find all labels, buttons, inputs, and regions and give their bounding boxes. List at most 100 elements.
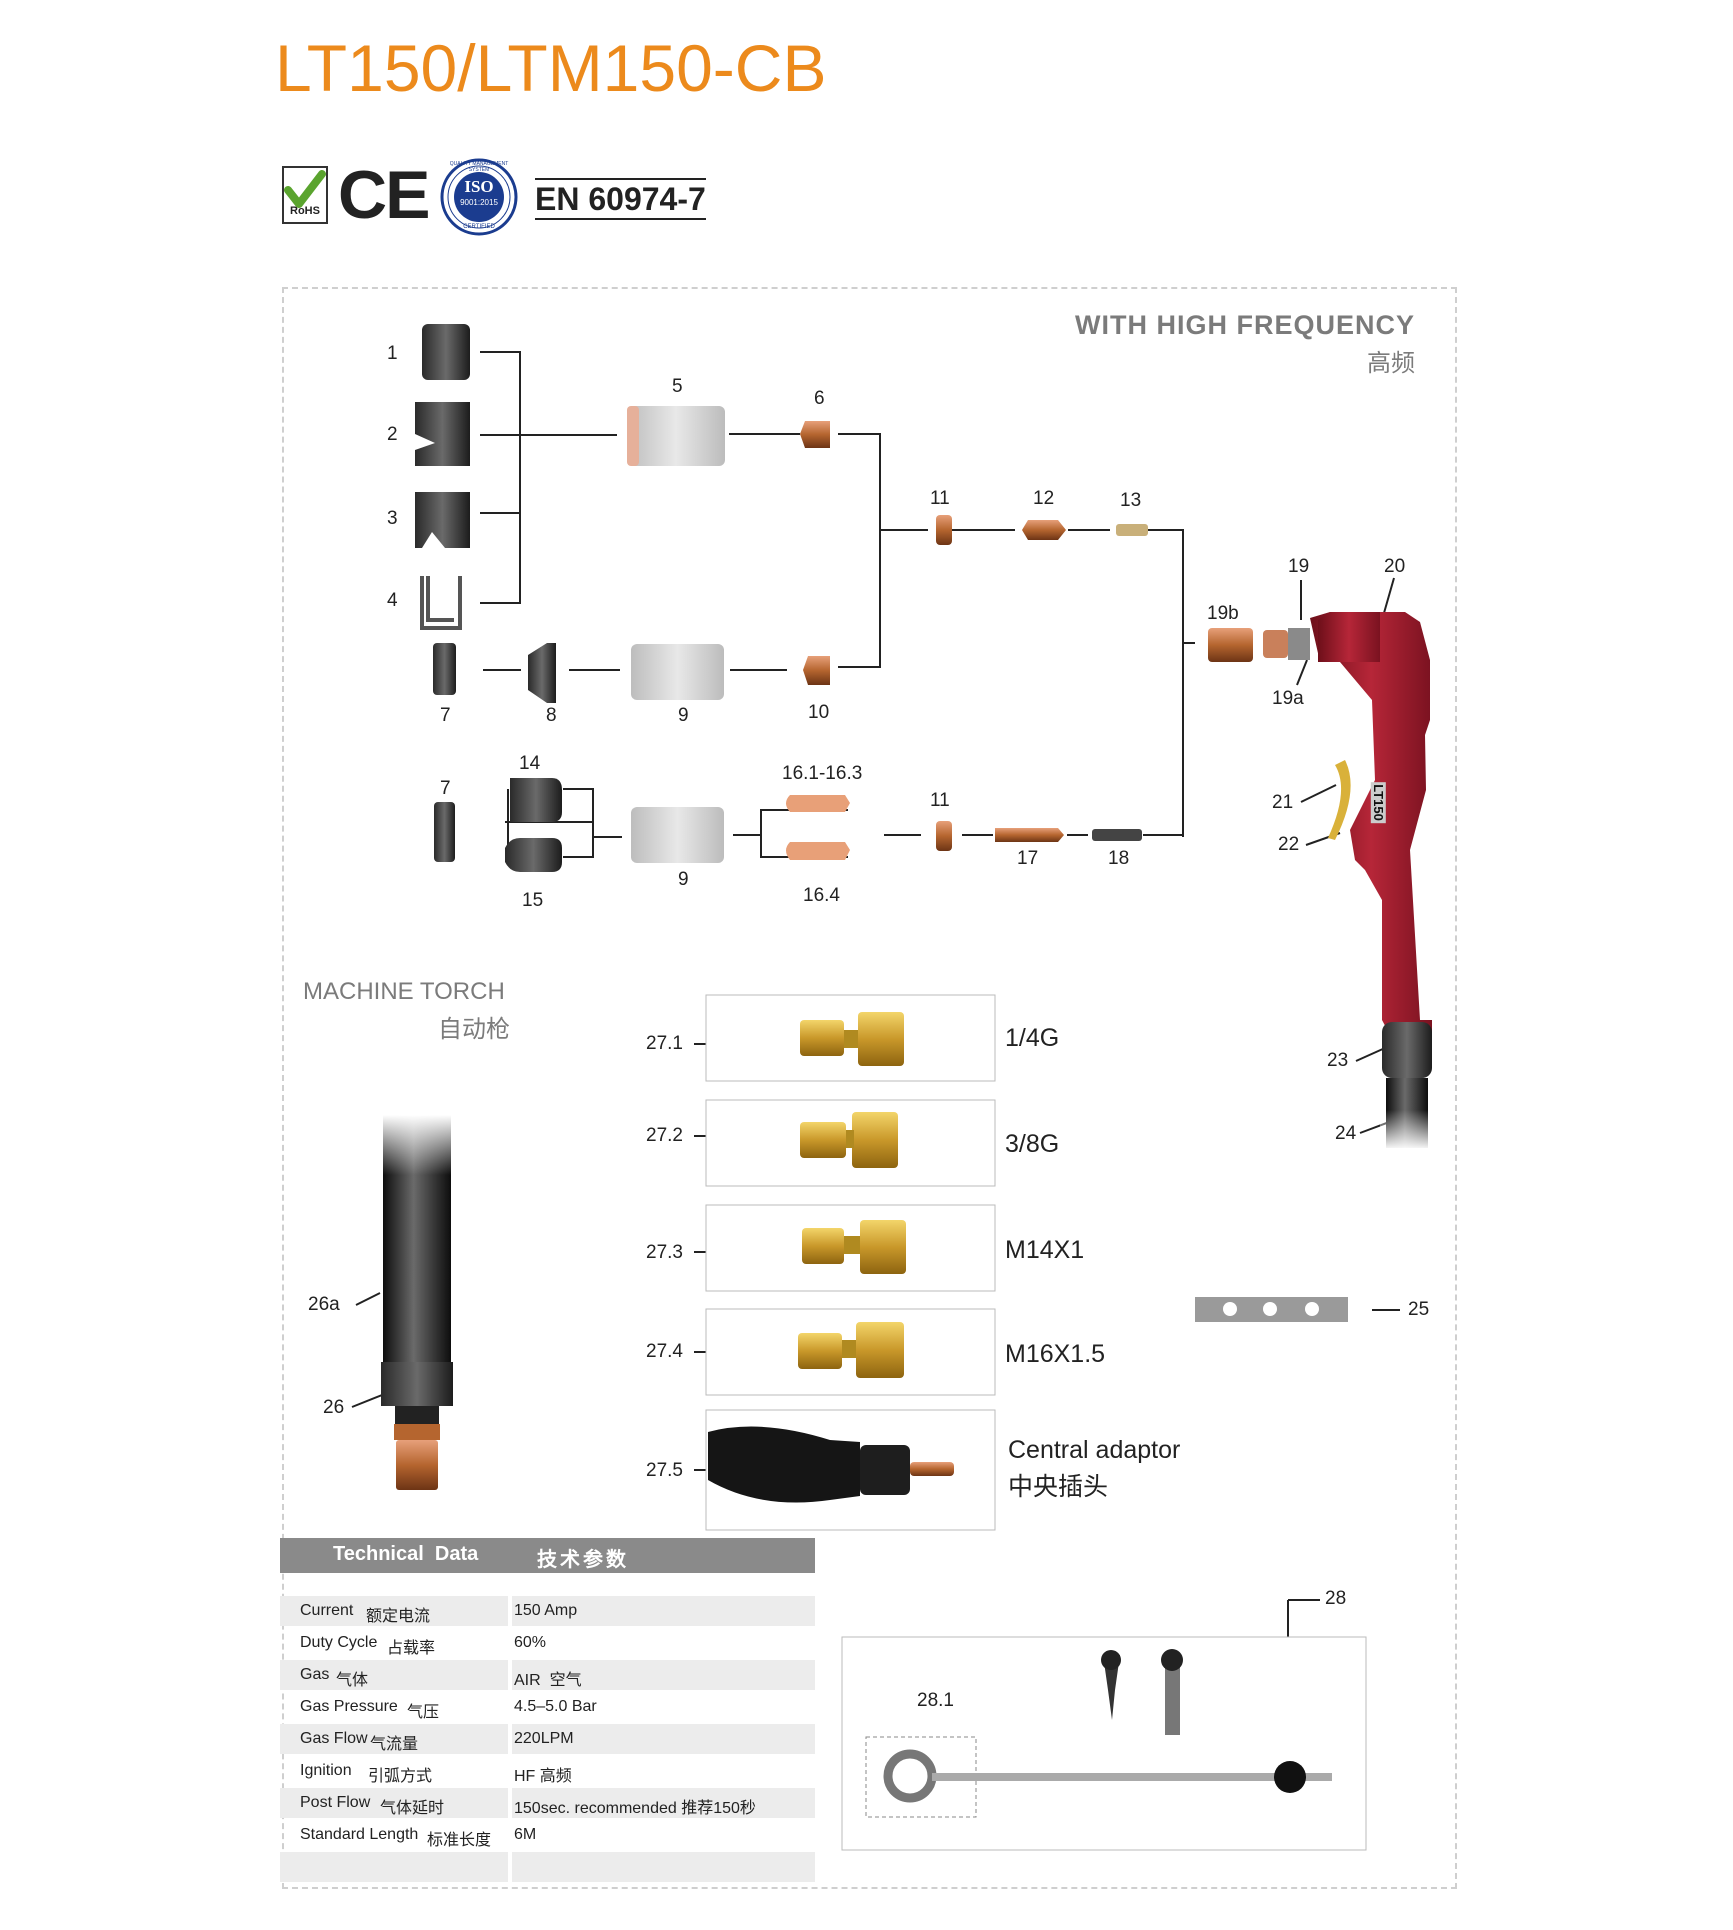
part-label-20: 20 [1384, 556, 1406, 577]
part-label-7b: 7 [440, 778, 451, 799]
part-15-shape [505, 838, 562, 872]
en-standard-label: EN 60974-7 [535, 178, 706, 220]
part-17-shape [995, 828, 1064, 842]
row-value: 4.5–5.0 Bar [514, 1698, 597, 1715]
part-label-6: 6 [814, 388, 825, 409]
part-11-shape [936, 515, 952, 545]
row-name: Ignition [300, 1762, 352, 1779]
row-name-cn: 引弧方式 [368, 1768, 433, 1785]
part-label-21: 21 [1272, 792, 1294, 813]
handle-text: LT150 [1370, 782, 1386, 823]
part-label-18: 18 [1108, 848, 1130, 869]
part-19b-shape [1208, 628, 1253, 662]
row-value: 6M [514, 1826, 537, 1843]
part-label-19a: 19a [1272, 688, 1304, 709]
part-label-9b: 9 [678, 869, 689, 890]
central-adaptor-shape [708, 1426, 860, 1503]
adaptor-code-27-1: 27.1 [646, 1033, 683, 1054]
adaptor-label-27-5: Central adaptor [1008, 1436, 1181, 1464]
part-label-13: 13 [1120, 490, 1142, 511]
part-10-shape [803, 656, 830, 685]
iso-top-text: QUALITY MANAGEMENT SYSTEM [449, 161, 509, 173]
part-label-10: 10 [808, 702, 830, 723]
row-name-cn: 气体延时 [380, 1800, 445, 1817]
hand-torch-handle [1310, 612, 1432, 1035]
tech-data-header: Technical Data 技术参数 [280, 1538, 815, 1573]
part-26-shape [381, 1362, 453, 1406]
part-label-28-1: 28.1 [917, 1690, 954, 1711]
part-label-24: 24 [1335, 1123, 1357, 1144]
part-label-2: 2 [387, 424, 398, 445]
brass-fittings [798, 1012, 906, 1378]
row-name-cn: 气流量 [370, 1736, 419, 1753]
part-1-shape [422, 324, 470, 380]
part-label-19: 19 [1288, 556, 1310, 577]
rod-shape [932, 1773, 1332, 1781]
part-7b-shape [434, 802, 455, 862]
part-label-11a: 11 [930, 488, 950, 509]
row-value: 150 Amp [514, 1602, 578, 1619]
adaptor-label-27-2: 3/8G [1005, 1130, 1060, 1158]
part-label-11b: 11 [930, 790, 950, 811]
part-3-shape [415, 492, 470, 548]
row-name: Duty Cycle [300, 1634, 378, 1651]
part-13-shape [1116, 524, 1148, 536]
rohs-text: RoHS [290, 205, 320, 217]
adaptor-code-27-3: 27.3 [646, 1242, 683, 1263]
part-label-19b: 19b [1207, 603, 1239, 624]
part-4-shape [420, 576, 462, 630]
part-6-shape [800, 421, 830, 448]
part-16-1-shape [786, 795, 850, 812]
iso-bottom-text: CERTIFIED [463, 224, 495, 230]
tech-data-heading: Technical Data [333, 1543, 479, 1565]
part-label-15: 15 [522, 890, 544, 911]
adaptor-code-27-4: 27.4 [646, 1341, 683, 1362]
row-value: 150sec. recommended 推荐150秒 [514, 1800, 756, 1817]
part-label-23: 23 [1327, 1050, 1349, 1071]
part-14-shape [510, 778, 562, 822]
part-12-shape [1022, 520, 1066, 540]
row-name-cn: 额定电流 [366, 1608, 431, 1625]
row-name: Current [300, 1602, 354, 1619]
adaptor-27-3-box [705, 1204, 996, 1292]
hf-heading: WITH HIGH FREQUENCY [1075, 310, 1415, 340]
row-name: Gas [300, 1666, 330, 1683]
row-value: 60% [514, 1634, 547, 1651]
row-name: Gas Flow [300, 1730, 368, 1747]
part-2-shape [415, 402, 470, 466]
part-11b-shape [936, 821, 952, 851]
part-5-shape [627, 406, 725, 466]
ce-logo: CE [338, 157, 430, 233]
iso-text: ISO [464, 177, 494, 196]
rohs-logo: RoHS [282, 166, 328, 224]
part-label-22: 22 [1278, 834, 1300, 855]
part-28-box [841, 1636, 1367, 1851]
table-row: Post Flow 气体延时 150sec. recommended 推荐150秒 [280, 1788, 815, 1818]
part-label-26a: 26a [308, 1294, 340, 1315]
part-19a-shape [1263, 630, 1288, 658]
iso-number: 9001:2015 [460, 198, 498, 207]
part-label-25: 25 [1408, 1299, 1430, 1320]
diagram-frame [282, 287, 1457, 1889]
trigger-shape [1328, 760, 1351, 840]
row-name: Post Flow [300, 1794, 371, 1811]
part-18-shape [1092, 829, 1142, 841]
iso-logo: ISO 9001:2015 QUALITY MANAGEMENT SYSTEM … [440, 158, 518, 236]
part-9-shape [631, 644, 724, 700]
part-23-shape [1382, 1022, 1432, 1078]
row-value: 220LPM [514, 1730, 574, 1747]
part-label-12: 12 [1033, 488, 1055, 509]
part-label-17: 17 [1017, 848, 1039, 869]
adaptor-label-27-3: M14X1 [1005, 1236, 1085, 1264]
table-row-empty [280, 1852, 815, 1882]
part-label-26: 26 [323, 1397, 345, 1418]
part-label-16-4: 16.4 [803, 885, 840, 906]
adaptor-label-27-1: 1/4G [1005, 1024, 1060, 1052]
